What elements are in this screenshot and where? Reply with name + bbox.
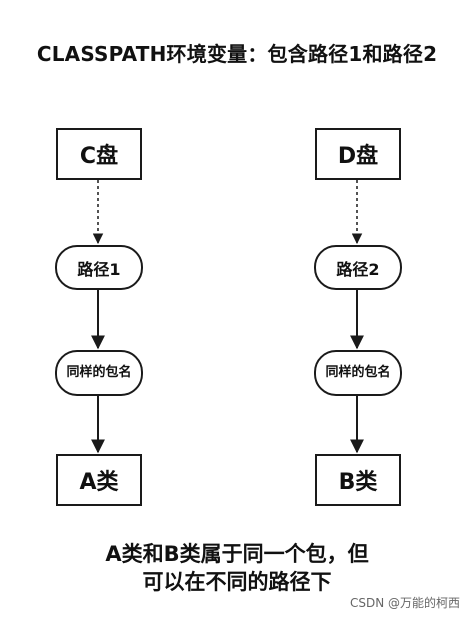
caption-line-2: 可以在不同的路径下 [142, 570, 332, 594]
left-class-box: A类 [56, 454, 142, 506]
left-drive-label: C盘 [79, 144, 119, 169]
left-package-node: 同样的包名 [55, 350, 143, 396]
caption-line-1: A类和B类属于同一个包，但 [105, 542, 369, 566]
diagram-title: CLASSPATH环境变量：包含路径1和路径2 [36, 42, 438, 66]
left-class-label: A类 [79, 470, 119, 495]
watermark: CSDN @万能的柯西 [349, 596, 460, 610]
left-drive-box: C盘 [56, 128, 142, 180]
left-path-node: 路径1 [55, 245, 143, 290]
right-drive-label: D盘 [337, 144, 379, 169]
right-package-label: 同样的包名 [325, 365, 391, 380]
right-class-label: B类 [338, 470, 378, 495]
right-package-node: 同样的包名 [314, 350, 402, 396]
right-path-node: 路径2 [314, 245, 402, 290]
left-package-label: 同样的包名 [66, 365, 132, 380]
right-path-label: 路径2 [336, 259, 380, 279]
right-drive-box: D盘 [315, 128, 401, 180]
left-path-label: 路径1 [77, 259, 121, 279]
right-class-box: B类 [315, 454, 401, 506]
